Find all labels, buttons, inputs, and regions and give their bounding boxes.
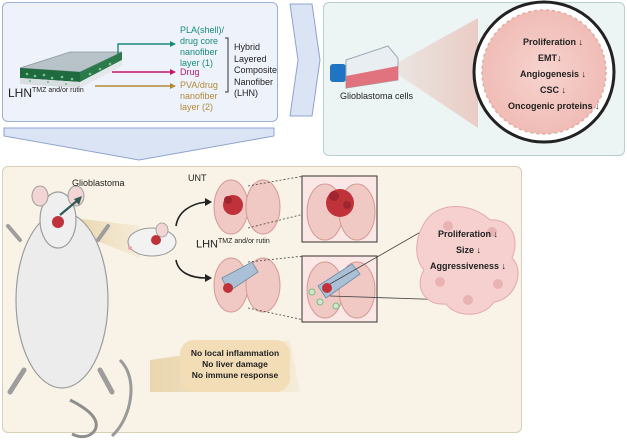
tumor-cell-dots xyxy=(435,221,503,305)
lhn-treatment-superscript: TMZ and/or rutin xyxy=(218,238,270,245)
effect-proliferation: Proliferation ↓ xyxy=(523,37,584,47)
lhn-zoom-lines xyxy=(247,255,305,321)
outcome-size: Size ↓ xyxy=(456,245,482,255)
glioblastoma-label: Glioblastoma xyxy=(72,178,125,188)
drug-label: Drug xyxy=(180,67,200,77)
layer-arrows xyxy=(95,43,172,87)
nanofiber-sheet xyxy=(19,51,123,88)
safety-box xyxy=(180,340,290,392)
lhn-treatment-label: LHNTMZ and/or rutin xyxy=(196,238,270,251)
glioblastoma-cells-label: Glioblastoma cells xyxy=(340,91,414,101)
glioblastoma-arrowhead xyxy=(74,196,82,205)
zoom-beam xyxy=(388,18,478,128)
mouse-head-icon xyxy=(127,222,177,257)
pva-layer-label: PVA/drug nanofiber layer (2) xyxy=(180,80,218,112)
brain-untreated xyxy=(213,179,281,235)
effect-emt: EMT↓ xyxy=(538,53,562,63)
flask-icon xyxy=(330,45,399,89)
safety-list: No local inflammation No liver damage No… xyxy=(190,348,280,380)
unt-branch-arrow xyxy=(175,201,207,227)
effect-csc: CSC ↓ xyxy=(540,85,567,95)
brain-treated xyxy=(213,257,281,313)
bracket xyxy=(225,37,229,93)
shell-arrowhead xyxy=(170,41,176,47)
outcome-aggressiveness: Aggressiveness ↓ xyxy=(430,261,507,271)
lhn-label: LHNTMZ and/or rutin xyxy=(8,86,84,100)
effect-oncogenic-proteins: Oncogenic proteins ↓ xyxy=(508,101,600,111)
mouse-head-beam xyxy=(74,218,140,258)
effect-angiogenesis: Angiogenesis ↓ xyxy=(520,69,587,79)
unt-arrowhead xyxy=(205,198,212,206)
right-flow-arrow xyxy=(289,3,321,117)
lhn-arrowhead xyxy=(205,274,212,282)
cell-body xyxy=(481,9,607,135)
hybrid-label: Hybrid Layered Composite Nanofiber (LHN) xyxy=(234,42,278,98)
outcome-proliferation: Proliferation ↓ xyxy=(438,229,499,239)
shell-layer-label: PLA(shell)/ drug core nanofiber layer (1… xyxy=(180,25,225,68)
lhn-branch-arrow xyxy=(175,259,207,279)
drug-arrowhead xyxy=(170,69,176,75)
pva-arrowhead xyxy=(170,83,176,89)
unt-zoom-brain xyxy=(306,183,376,241)
glioblastoma-pointer xyxy=(59,199,79,216)
mouse-illustration xyxy=(6,185,133,439)
unt-label: UNT xyxy=(188,173,207,183)
unt-zoom-lines xyxy=(247,175,305,229)
lhn-superscript: TMZ and/or rutin xyxy=(32,87,84,94)
down-flow-arrow xyxy=(3,127,275,161)
